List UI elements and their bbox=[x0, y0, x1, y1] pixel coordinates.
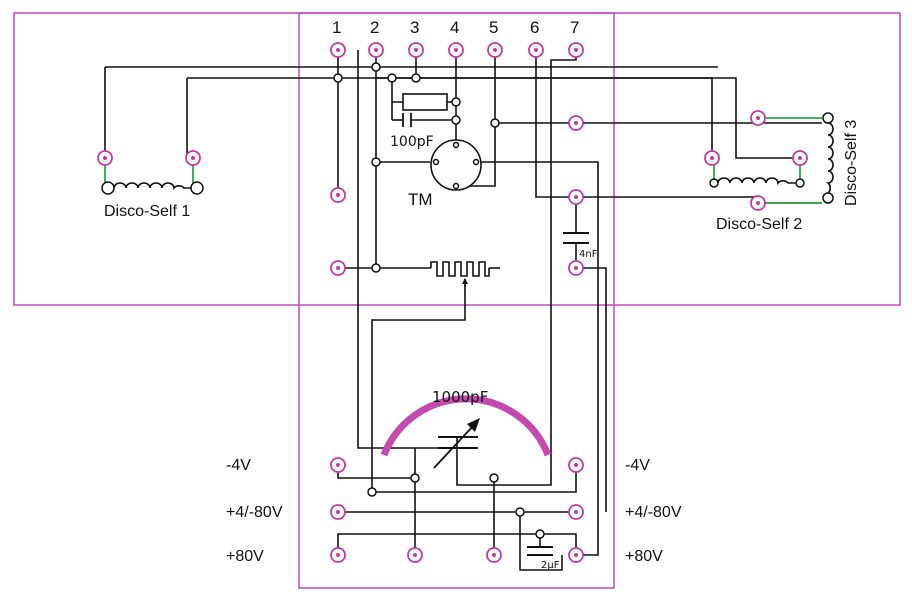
panel-center-column bbox=[298, 12, 615, 589]
cap-100pf-label: 100pF bbox=[390, 134, 434, 150]
pin-number-6: 6 bbox=[530, 18, 539, 37]
component-labels: 100pF TM 4nF 1000pF 2µF bbox=[390, 134, 598, 571]
cap-4nf-label: 4nF bbox=[579, 249, 598, 260]
var-cap-label: 1000pF bbox=[432, 388, 488, 406]
voltage-left-minus4v: -4V bbox=[226, 457, 251, 474]
coil-disco-self-1 bbox=[113, 182, 191, 191]
disco-self-1-label: Disco-Self 1 bbox=[104, 203, 190, 220]
coil-labels: Disco-Self 1 Disco-Self 2 Disco-Self 3 bbox=[104, 120, 860, 233]
voltage-right-plus80v: +80V bbox=[625, 548, 663, 565]
voltage-left-plus80v: +80V bbox=[226, 548, 264, 565]
panel-outlines bbox=[13, 12, 901, 589]
sockets bbox=[97, 42, 808, 563]
socket-pin-4 bbox=[448, 42, 464, 58]
voltage-right-plus4-minus80v: +4/-80V bbox=[625, 504, 682, 521]
cap-2uf-label: 2µF bbox=[541, 560, 560, 571]
pin-number-2: 2 bbox=[370, 18, 379, 37]
socket-pin-7 bbox=[568, 42, 584, 58]
coil-disco-self-3 bbox=[825, 122, 834, 194]
pin-number-5: 5 bbox=[489, 18, 498, 37]
resistor-symbol bbox=[402, 93, 448, 111]
component-symbols bbox=[380, 93, 589, 556]
coil-disco-self-2 bbox=[717, 177, 796, 186]
pin-number-3: 3 bbox=[410, 18, 419, 37]
pin-number-4: 4 bbox=[450, 18, 459, 37]
socket-pin-2 bbox=[368, 42, 384, 58]
socket-pin-1 bbox=[330, 42, 346, 58]
disco-self-3-label: Disco-Self 3 bbox=[843, 120, 860, 206]
pin-number-7: 7 bbox=[570, 18, 579, 37]
wiring bbox=[104, 50, 822, 571]
socket-pin-5 bbox=[487, 42, 503, 58]
voltage-right-minus4v: -4V bbox=[625, 457, 650, 474]
tuning-arc bbox=[380, 395, 552, 457]
junctions bbox=[333, 62, 545, 539]
pot-comb-symbol bbox=[430, 261, 490, 277]
pin-number-labels: 1 2 3 4 5 6 7 bbox=[332, 18, 579, 37]
socket-pin-3 bbox=[408, 42, 424, 58]
tm-label: TM bbox=[408, 190, 433, 209]
socket-pin-6 bbox=[528, 42, 544, 58]
tube-tm-symbol bbox=[430, 139, 482, 191]
voltage-left-plus4-minus80v: +4/-80V bbox=[226, 504, 283, 521]
pin-number-1: 1 bbox=[332, 18, 341, 37]
voltage-labels: -4V +4/-80V +80V -4V +4/-80V +80V bbox=[226, 457, 682, 565]
disco-self-2-label: Disco-Self 2 bbox=[716, 216, 802, 233]
